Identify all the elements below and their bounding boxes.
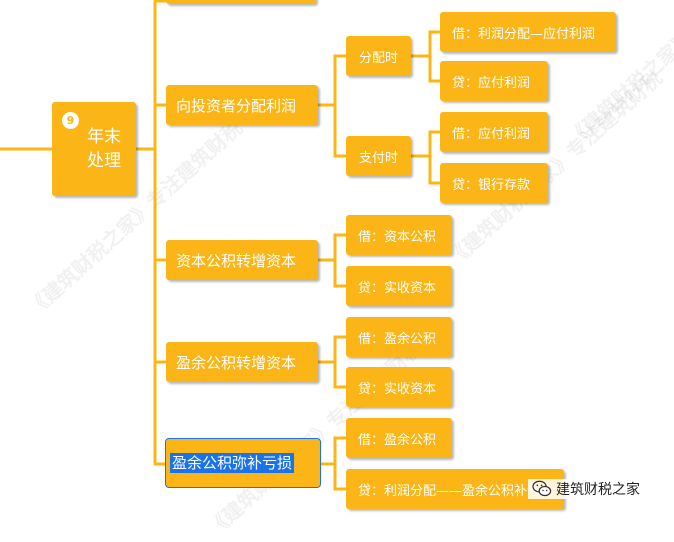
sub-node[interactable]: 支付时	[346, 136, 411, 176]
leaf-label: 借：资本公积	[358, 229, 437, 245]
leaf-node[interactable]: 贷：实收资本	[346, 367, 452, 407]
leaf-node[interactable]: 贷：实收资本	[346, 266, 452, 306]
root-node[interactable]: 9 年末 处理	[52, 102, 136, 196]
root-label: 年末 处理	[87, 127, 121, 171]
connector	[409, 30, 442, 83]
wechat-icon	[532, 480, 552, 497]
leaf-label: 贷：实收资本	[358, 381, 437, 397]
branch-node-editing[interactable]: 盈余公积弥补亏损	[165, 438, 321, 488]
branch-node[interactable]: 资本公积转增资本	[166, 240, 318, 280]
sub-node[interactable]: 分配时	[346, 36, 411, 76]
branch-node[interactable]: 盈余公积转增资本	[166, 342, 318, 382]
branch-label: 资本公积转增资本	[176, 251, 297, 270]
leaf-node[interactable]: 借：盈余公积	[346, 317, 452, 357]
branch-label[interactable]: 盈余公积弥补亏损	[170, 453, 295, 473]
connector	[316, 54, 348, 158]
sub-label: 分配时	[358, 50, 398, 66]
leaf-label: 借：盈余公积	[358, 331, 437, 347]
leaf-node[interactable]: 借：应付利润	[440, 112, 548, 152]
leaf-node[interactable]: 借：利润分配—应付利润	[440, 12, 616, 52]
brand-name: 建筑财税之家	[556, 482, 640, 498]
brand-overlay: 建筑财税之家	[528, 479, 644, 499]
leaf-node[interactable]: 贷：银行存款	[440, 163, 548, 203]
branch-label: 盈余公积转增资本	[176, 353, 297, 372]
leaf-node[interactable]: 贷：利润分配——盈余公积补亏	[346, 469, 564, 509]
leaf-node[interactable]: 借：盈余公积	[346, 418, 452, 458]
leaf-label: 借：盈余公积	[358, 432, 437, 448]
connector	[316, 233, 348, 288]
connector	[409, 130, 442, 185]
sub-label: 支付时	[358, 150, 398, 166]
leaf-label: 贷：利润分配——盈余公积补亏	[358, 483, 541, 499]
clipped-node[interactable]	[166, 0, 316, 4]
leaf-label: 借：利润分配—应付利润	[452, 26, 596, 42]
connector	[316, 335, 348, 389]
branch-node[interactable]: 向投资者分配利润	[166, 85, 318, 125]
connector	[318, 436, 348, 491]
leaf-label: 贷：实收资本	[358, 280, 437, 296]
leaf-label: 贷：应付利润	[452, 75, 531, 91]
branch-label: 向投资者分配利润	[176, 96, 297, 115]
leaf-label: 借：应付利润	[452, 126, 531, 142]
connector-lines	[0, 0, 442, 491]
leaf-label: 贷：银行存款	[452, 177, 531, 193]
leaf-node[interactable]: 借：资本公积	[346, 215, 452, 255]
index-badge: 9	[62, 112, 79, 129]
leaf-node[interactable]: 贷：应付利润	[440, 61, 548, 101]
